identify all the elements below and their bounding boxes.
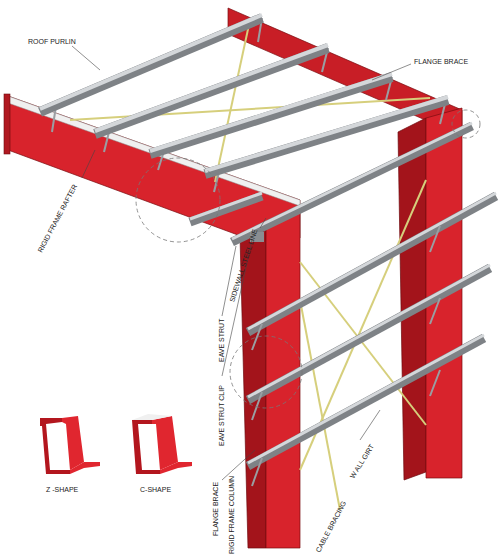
shape-label: Z -SHAPE xyxy=(46,486,78,494)
wall-girts xyxy=(248,193,496,466)
eave-strut-face xyxy=(232,123,472,239)
part-label: W ALL GIRT xyxy=(349,443,376,480)
wall-cable-bracing xyxy=(300,180,426,510)
leader-lines xyxy=(72,46,411,480)
part-label: RIGID FRAME COLUMN xyxy=(228,476,236,554)
c-shape-icon xyxy=(132,414,192,474)
part-label: EAVE STRUT xyxy=(218,319,226,362)
roof-purlins xyxy=(40,15,448,222)
shape-label: C-SHAPE xyxy=(140,486,171,494)
part-label: FLANGE BRACE xyxy=(212,482,220,536)
back-column-web xyxy=(398,118,426,480)
part-label: FLANGE BRACE xyxy=(414,58,468,66)
end-plate xyxy=(4,94,10,154)
z-shape-icon xyxy=(40,416,100,474)
part-label: CABLE BRACING xyxy=(314,500,348,554)
wall-flange-braces xyxy=(252,226,440,486)
part-label: EAVE STRUT CLIP xyxy=(218,385,226,446)
detail-circles xyxy=(136,110,480,408)
part-label: RIGID FRAME RAFTER xyxy=(36,183,79,254)
part-label: ROOF PURLIN xyxy=(28,38,76,46)
